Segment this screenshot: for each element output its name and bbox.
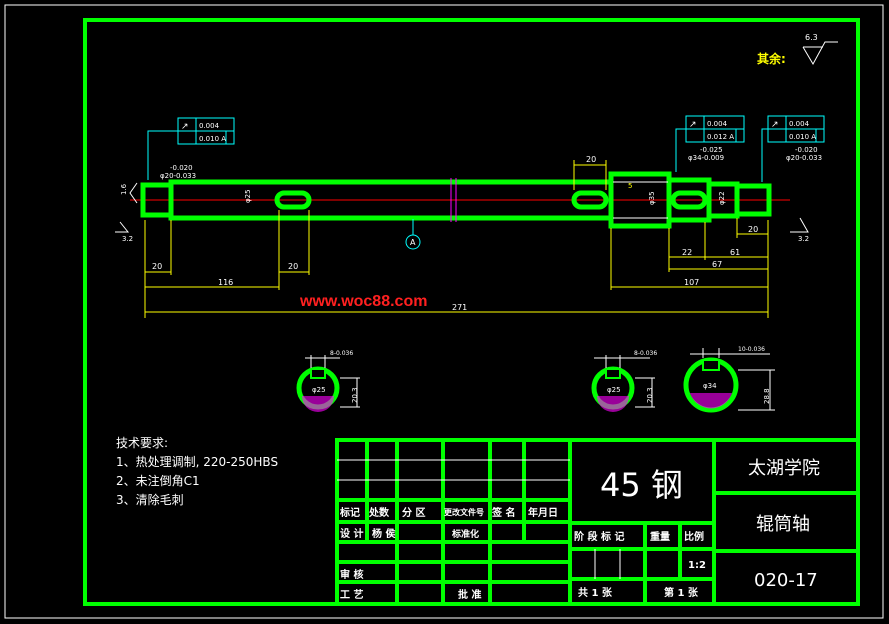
d-right-upper: -0.020 [795, 146, 818, 154]
tech-item-2: 2、未注倒角C1 [116, 474, 200, 488]
tb-scale-label: 比例 [684, 530, 704, 543]
tech-item-1: 1、热处理调制, 220-250HBS [116, 455, 279, 469]
roughness-value: 6.3 [805, 33, 818, 42]
section-1-height: 20.3 [351, 387, 359, 403]
dim-67: 67 [712, 260, 722, 269]
tb-weight: 重量 [650, 530, 670, 543]
d-mid-right-label: φ34-0.009 [688, 154, 724, 162]
roughness-symbol-icon: 6.3 [802, 33, 838, 66]
break-lines [450, 178, 457, 222]
tolerance-1-line2: 0.010 A [199, 135, 226, 143]
dimension-lines [144, 160, 769, 318]
section-3-height: 28.8 [763, 388, 771, 404]
section-1-dia: φ25 [312, 386, 326, 394]
dim-20-right: 20 [748, 225, 758, 234]
tb-row-0: 标记 [339, 506, 360, 519]
tb-stage: 阶 段 标 记 [574, 530, 624, 543]
dim-20-top: 20 [586, 155, 596, 164]
section-3-width: 10-0.036 [738, 346, 765, 353]
outer-frame [4, 4, 884, 619]
title-block-grid [335, 438, 860, 606]
rough-left-low: 3.2 [122, 235, 133, 243]
section-3: 10-0.036 28.8 φ34 [683, 346, 775, 413]
tolerance-frame-3: ↗ 0.004 0.010 A [761, 115, 825, 182]
rough-left: 1.6 [120, 183, 128, 195]
tb-review: 审 核 [340, 568, 363, 581]
tb-row-2: 分 区 [402, 506, 425, 519]
tolerance-1-line1: 0.004 [199, 122, 220, 130]
shaft-outline [140, 171, 772, 229]
tb-sheet-no: 第 1 张 [664, 586, 699, 599]
roughness-marks [115, 182, 809, 233]
dim-total: 271 [452, 303, 467, 312]
tech-requirements: 技术要求: 1、热处理调制, 220-250HBS 2、未注倒角C1 3、清除毛… [116, 434, 278, 510]
section-3-dia: φ34 [703, 382, 717, 390]
dim-116: 116 [218, 278, 233, 287]
section-2: 8-0.036 20.3 φ25 [591, 350, 657, 412]
chamfer-label: 5 [628, 182, 632, 190]
school-name: 太湖学院 [748, 458, 820, 479]
tb-row-1: 处数 [368, 506, 390, 519]
tb-total-sheets: 共 1 张 [578, 586, 613, 599]
tolerance-symbol-2: ↗ [689, 120, 697, 130]
tb-row-5: 年月日 [528, 506, 558, 519]
dim-22: 22 [682, 248, 692, 257]
tolerance-2-line2: 0.012 A [707, 133, 734, 141]
tolerance-symbol-3: ↗ [771, 120, 779, 130]
datum-marker: A [405, 219, 421, 250]
tolerance-3-line2: 0.010 A [789, 133, 816, 141]
d-right-label: φ20-0.033 [786, 154, 822, 162]
section-2-dia: φ25 [607, 386, 621, 394]
dim-107: 107 [684, 278, 699, 287]
d-left-label: φ20-0.033 [160, 172, 196, 180]
tb-process: 工 艺 [340, 588, 363, 601]
tolerance-3-line1: 0.004 [789, 120, 810, 128]
tb-row-3: 更改文件号 [444, 507, 484, 517]
section-1-width: 8-0.036 [330, 350, 353, 357]
datum-label: A [410, 238, 416, 247]
tolerance-symbol-1: ↗ [181, 122, 189, 132]
tolerance-2-line1: 0.004 [707, 120, 728, 128]
section-2-width: 8-0.036 [634, 350, 657, 357]
tb-row-4: 签 名 [491, 506, 515, 519]
tb-design: 设 计 [340, 527, 363, 540]
tb-designer: 杨 侯 [372, 527, 396, 540]
dim-20-key: 20 [288, 262, 298, 271]
tolerance-frame-2: ↗ 0.004 0.012 A [675, 115, 745, 172]
dim-20-left: 20 [152, 262, 162, 271]
watermark: www.woc88.com [300, 293, 428, 310]
tb-scale: 1:2 [688, 560, 706, 571]
tb-approve: 批 准 [458, 588, 481, 601]
tech-item-3: 3、清除毛刺 [116, 493, 184, 507]
d-small-label: φ22 [718, 191, 726, 205]
section-1: 8-0.036 20.3 φ25 [296, 350, 360, 412]
dim-61: 61 [730, 248, 740, 257]
d-collar-label: φ35 [648, 191, 656, 205]
section-2-height: 20.3 [646, 387, 654, 403]
roughness-note: 其余: [757, 51, 786, 66]
tech-title: 技术要求: [116, 436, 169, 450]
tb-standard: 标准化 [451, 528, 479, 540]
title-block-thin-grid [337, 459, 621, 579]
d-left-upper: -0.020 [170, 164, 193, 172]
material: 45 钢 [600, 466, 683, 504]
d-main-label: φ25 [244, 189, 252, 203]
rough-right-low: 3.2 [798, 235, 809, 243]
part-name: 辊筒轴 [756, 514, 810, 535]
drawing-number: 020-17 [754, 570, 818, 591]
tolerance-frame-1: ↗ 0.004 0.010 A [147, 117, 235, 180]
d-mid-right-upper: -0.025 [700, 146, 723, 154]
